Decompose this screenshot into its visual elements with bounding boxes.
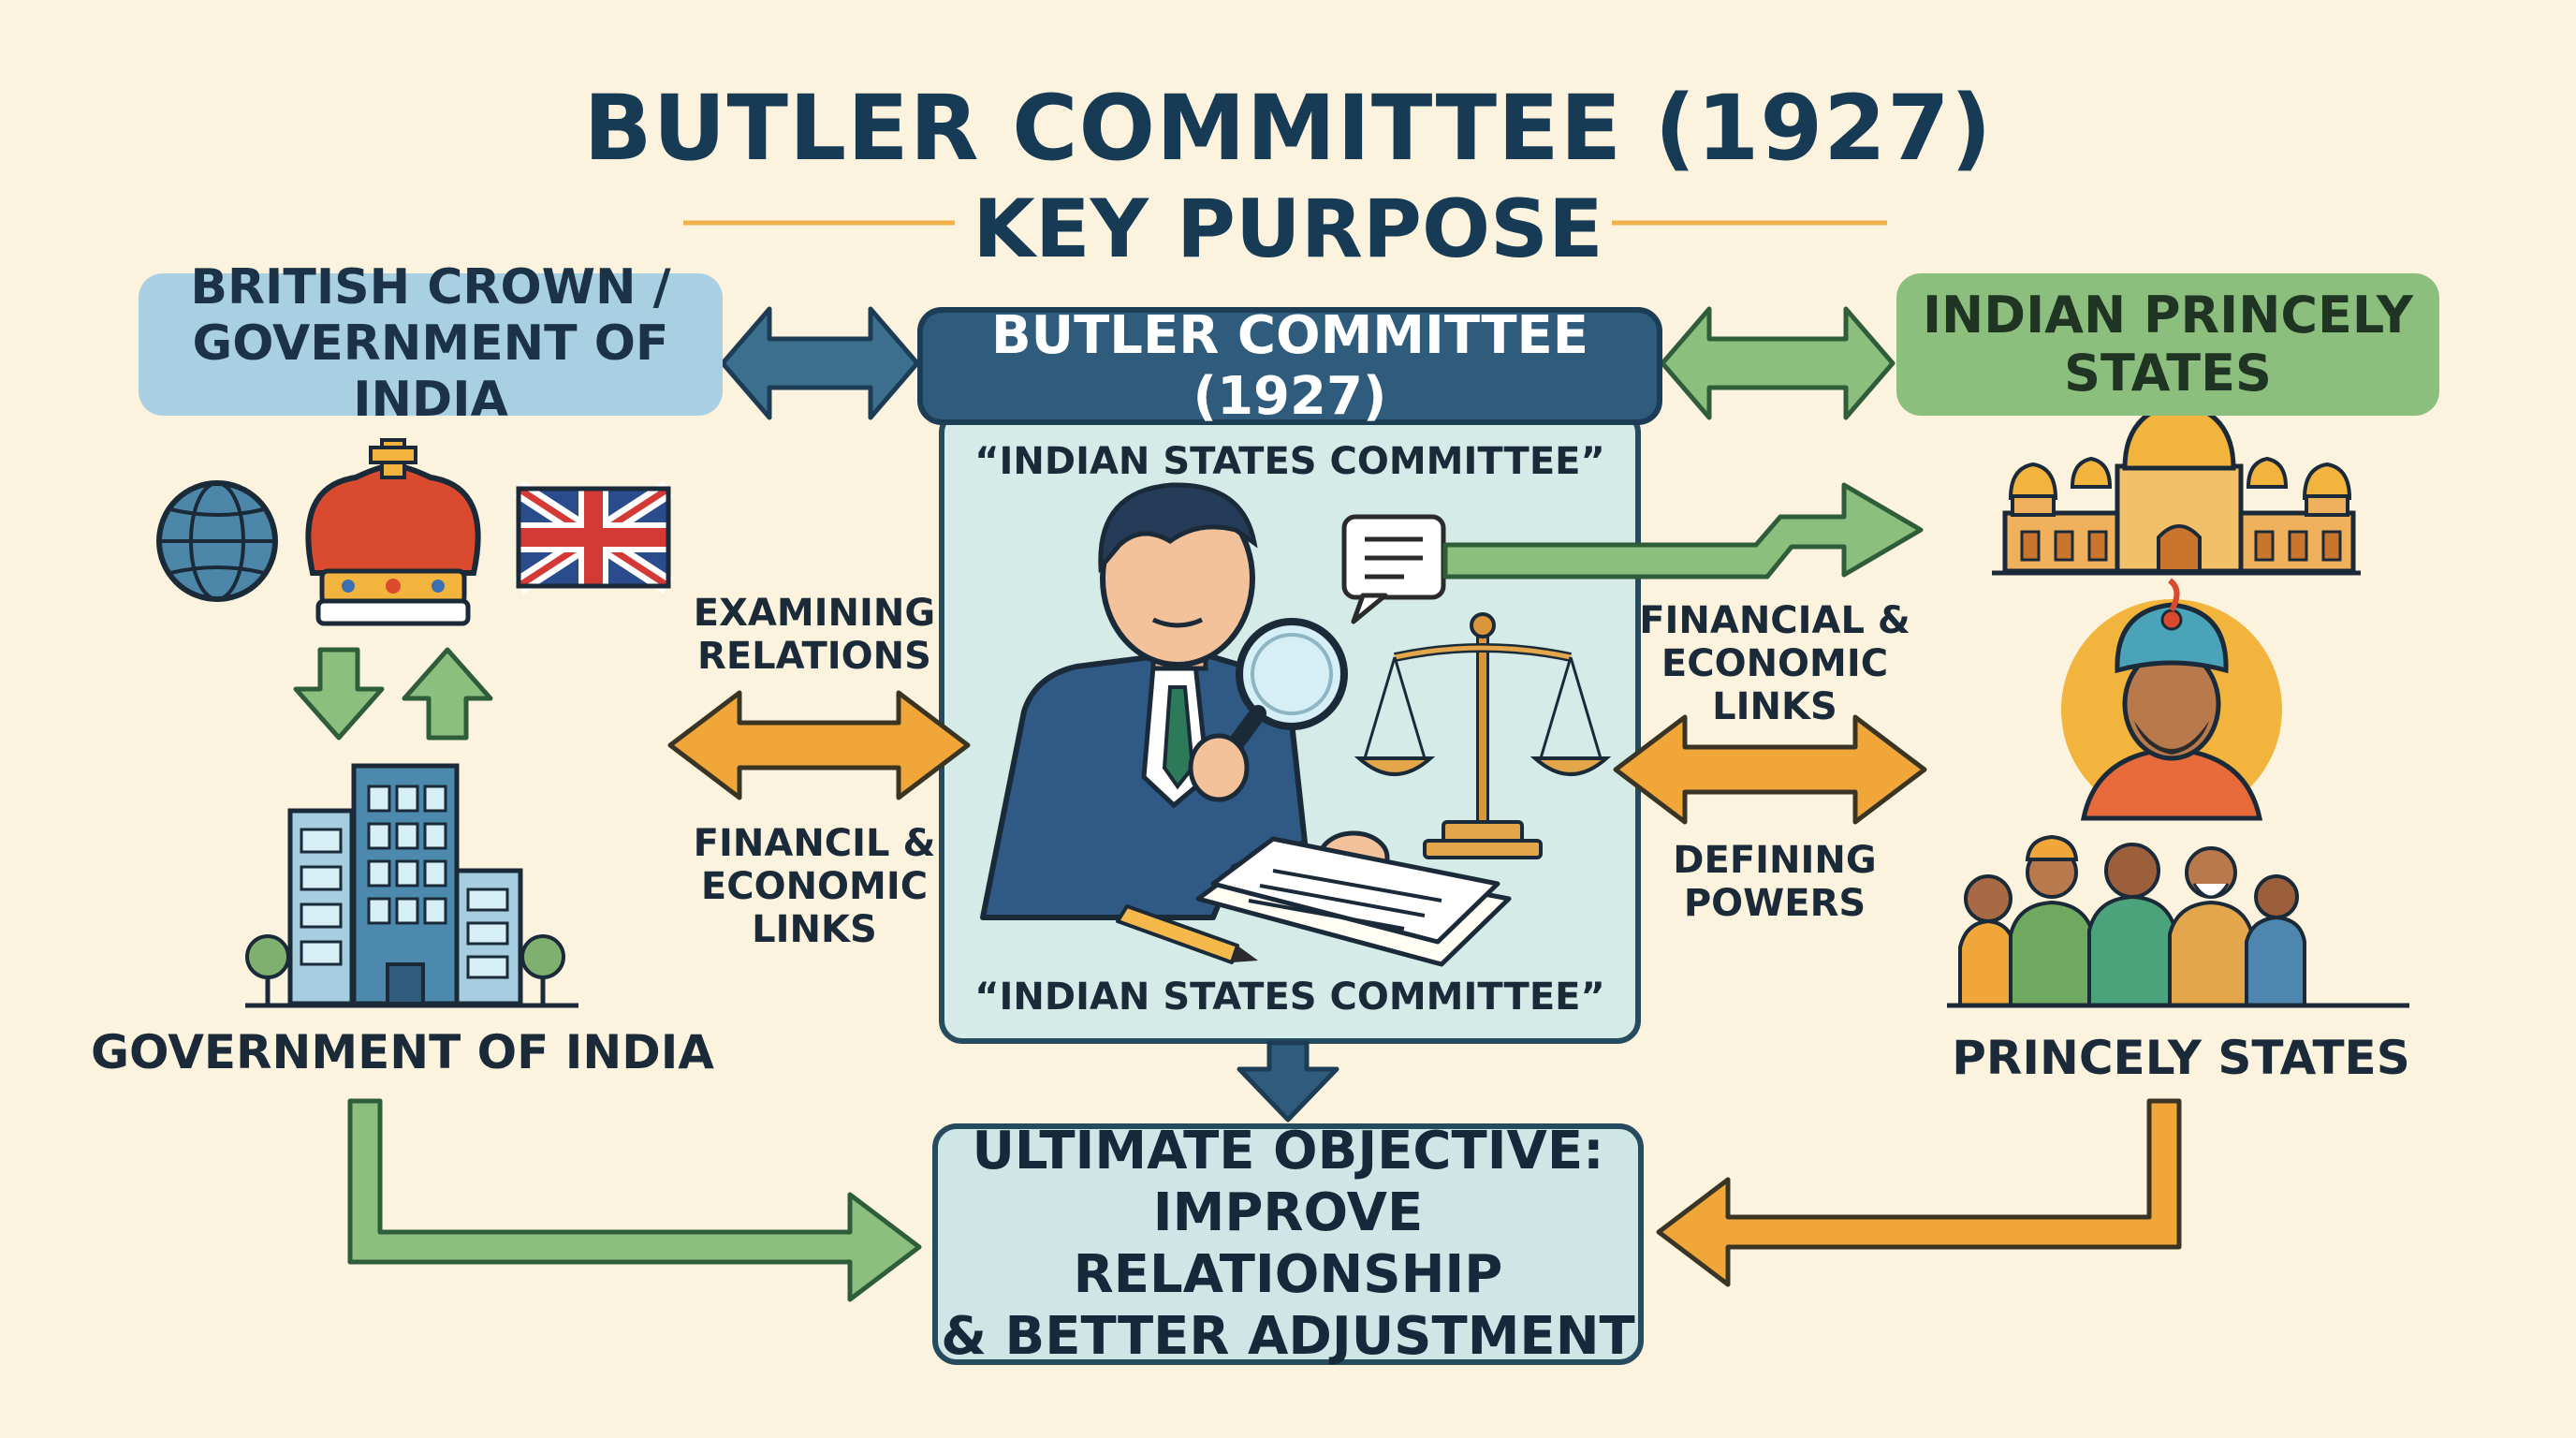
ultimate-objective-box: ULTIMATE OBJECTIVE: IMPROVE RELATIONSHIP… [932, 1120, 1644, 1368]
green-arrow-to-princely-states [1442, 482, 1924, 580]
british-crown-line2: GOVERNMENT OF INDIA [192, 315, 669, 428]
british-crown-box: BRITISH CROWN / GOVERNMENT OF INDIA [139, 260, 723, 428]
objective-line2: IMPROVE RELATIONSHIP [1073, 1181, 1503, 1305]
princely-states-line1: INDIAN PRINCELY [1922, 285, 2414, 345]
documents-icon [1195, 836, 1512, 967]
government-of-india-caption: GOVERNMENT OF INDIA [91, 1025, 714, 1079]
butler-committee-box: BUTLER COMMITTEE (1927) [917, 305, 1662, 427]
label-financil-economic-links: FINANCIL & ECONOMIC LINKS [674, 822, 955, 951]
panel-caption-top: “INDIAN STATES COMMITTEE” [974, 440, 1605, 483]
crown-icon [305, 438, 481, 626]
label-examining-relations: EXAMINING RELATIONS [674, 592, 955, 678]
union-jack-flag-icon [513, 480, 674, 594]
british-crown-line1: BRITISH CROWN / [190, 259, 671, 316]
objective-line1: ULTIMATE OBJECTIVE: [972, 1120, 1604, 1181]
green-elbow-arrow [347, 1098, 922, 1302]
orange-double-arrow-left [667, 690, 971, 800]
center-down-arrow [1237, 1040, 1339, 1123]
princely-states-box: INDIAN PRINCELY STATES [1896, 273, 2439, 416]
sub-title: KEY PURPOSE [973, 183, 1603, 276]
main-title: BUTLER COMMITTEE (1927) [583, 76, 1993, 181]
label-defining-line2: POWERS [1683, 882, 1866, 925]
green-double-arrow-top [1660, 306, 1895, 420]
princely-states-line2: STATES [2064, 344, 2272, 403]
label-financil-line2: ECONOMIC [700, 865, 929, 908]
down-arrow-icon [293, 647, 385, 741]
palace-icon [1992, 382, 2361, 576]
up-arrow-icon [402, 647, 493, 741]
label-financial-line1: FINANCIAL & [1639, 599, 1910, 642]
objective-line3: & BETTER ADJUSTMENT [941, 1306, 1635, 1368]
office-building-icon [245, 763, 578, 1008]
label-financial-economic-links: FINANCIAL & ECONOMIC LINKS [1634, 599, 1915, 728]
label-financil-line1: FINANCIL & [693, 822, 936, 865]
label-financial-line2: ECONOMIC [1661, 642, 1889, 685]
scales-of-justice-icon [1354, 612, 1612, 859]
blue-double-arrow [720, 306, 920, 420]
globe-icon [156, 480, 278, 602]
pencil-icon [1116, 904, 1258, 964]
maharaja-portrait-icon [2061, 578, 2282, 821]
butler-committee-title: BUTLER COMMITTEE (1927) [990, 305, 1589, 427]
label-financial-line3: LINKS [1712, 685, 1837, 728]
princely-states-caption: PRINCELY STATES [1952, 1031, 2410, 1085]
label-defining-line1: DEFINING [1673, 839, 1877, 882]
label-financil-line3: LINKS [752, 908, 877, 951]
orange-elbow-arrow [1656, 1098, 2182, 1287]
label-defining-powers: DEFINING POWERS [1634, 839, 1915, 925]
orange-double-arrow-right [1613, 714, 1927, 825]
panel-caption-bottom: “INDIAN STATES COMMITTEE” [974, 976, 1605, 1019]
label-examining-line2: RELATIONS [697, 635, 931, 678]
label-examining-line1: EXAMINING [693, 592, 936, 635]
people-group-icon [1947, 834, 2409, 1008]
